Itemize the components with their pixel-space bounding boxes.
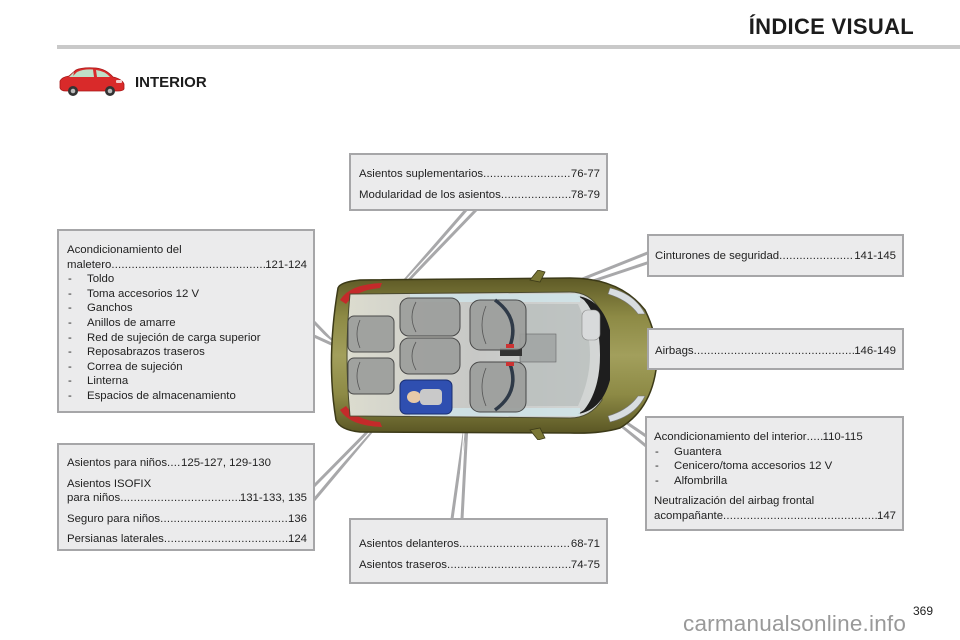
list-item: -Toldo (68, 273, 115, 286)
index-row[interactable]: para niños 131-133, 135 (67, 491, 307, 506)
callout-extra-seats: Asientos suplementarios 76-77 Modularida… (349, 153, 608, 211)
leader-dots (459, 537, 571, 552)
index-row[interactable]: Persianas laterales 124 (67, 532, 307, 547)
leader-dots (164, 532, 288, 547)
list-item: -Correa de sujeción (68, 360, 183, 373)
index-row[interactable]: Asientos delanteros 68-71 (359, 537, 600, 552)
boot-pages[interactable]: 121-124 (265, 258, 307, 271)
index-row[interactable]: Cinturones de seguridad 141-145 (655, 249, 896, 264)
list-item: -Linterna (68, 375, 129, 388)
leader-dots (807, 430, 823, 445)
callout-boot-fittings: Acondicionamiento del maletero 121-124 -… (57, 229, 315, 413)
list-item: -Espacios de almacenamiento (68, 389, 236, 402)
list-item: -Guantera (655, 445, 722, 458)
page-number: 369 (912, 604, 933, 618)
leader-dots (694, 344, 855, 359)
leader-dots (160, 512, 288, 527)
list-item: -Cenicero/toma accesorios 12 V (655, 460, 833, 473)
callout-seats: Asientos delanteros 68-71 Asientos trase… (349, 518, 608, 584)
list-item: -Toma accesorios 12 V (68, 287, 200, 300)
leader-dots (120, 491, 240, 506)
index-row[interactable]: Airbags 146-149 (655, 344, 896, 359)
title-divider (57, 45, 960, 49)
airbag-neutral-line1: Neutralización del airbag frontal (654, 495, 815, 508)
callout-airbags: Airbags 146-149 (647, 328, 904, 370)
list-item: -Anillos de amarre (68, 316, 176, 329)
list-item: -Alfombrilla (655, 474, 728, 487)
index-row[interactable]: Asientos para niños 125-127, 129-130 (67, 456, 307, 471)
index-row[interactable]: Acondicionamiento del interior 110-115 (654, 430, 896, 445)
leader-dots (167, 456, 181, 471)
isofix-label-line1: Asientos ISOFIX (67, 477, 152, 490)
section-title: INTERIOR (135, 74, 207, 91)
list-item: -Reposabrazos traseros (68, 346, 205, 359)
leader-dots (779, 249, 854, 264)
callout-interior-fittings: Acondicionamiento del interior 110-115 -… (645, 416, 904, 531)
page-title: ÍNDICE VISUAL (748, 14, 914, 39)
list-item: -Ganchos (68, 302, 133, 315)
callout-child-safety: Asientos para niños 125-127, 129-130 Asi… (57, 443, 315, 551)
list-item: -Red de sujeción de carga superior (68, 331, 261, 344)
index-row[interactable]: acompañante 147 (654, 509, 896, 524)
watermark: carmanualsonline.info (683, 611, 907, 636)
index-row[interactable]: Seguro para niños 136 (67, 512, 307, 527)
leader-dots (447, 558, 571, 573)
leader-dots (483, 167, 571, 182)
callout-seatbelts: Cinturones de seguridad 141-145 (647, 234, 904, 277)
leader-dots (111, 258, 265, 273)
index-row[interactable]: Asientos suplementarios 76-77 (359, 167, 600, 182)
red-car-icon (59, 67, 125, 96)
boot-heading-line1: Acondicionamiento del (67, 244, 182, 256)
boot-heading-label: maletero (67, 258, 112, 271)
car-interior-illustration (320, 269, 665, 441)
index-row[interactable]: Asientos traseros 74-75 (359, 558, 600, 573)
boot-heading-row[interactable]: maletero 121-124 (67, 258, 307, 273)
leader-dots (501, 188, 571, 203)
leader-dots (723, 509, 877, 524)
index-row[interactable]: Modularidad de los asientos 78-79 (359, 188, 600, 203)
